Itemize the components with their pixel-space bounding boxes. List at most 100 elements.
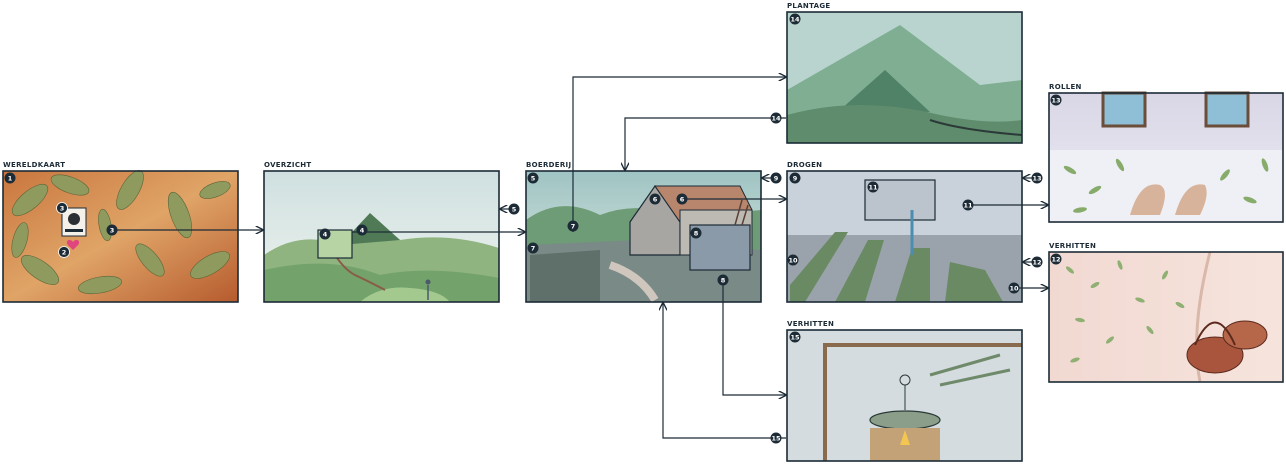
- tea-leaves-icon: [68, 213, 80, 225]
- ridge-line: [929, 119, 1023, 136]
- panel-verhitten-bottom[interactable]: VERHITTEN 15: [786, 320, 1023, 462]
- svg-text:9: 9: [774, 174, 779, 182]
- tea-rows: [530, 250, 600, 302]
- window-left: [1101, 91, 1147, 128]
- badge-arrow-14: 14: [770, 112, 782, 124]
- svg-text:7: 7: [571, 222, 576, 230]
- svg-text:5: 5: [512, 205, 517, 213]
- badge-corner-7: 7: [527, 242, 539, 254]
- bare-tree: [734, 199, 749, 226]
- drying-bed-2: [835, 240, 884, 302]
- panel-overzicht[interactable]: OVERZICHT 4: [263, 161, 500, 303]
- badge-14: 14: [789, 13, 801, 25]
- small-peak: [840, 70, 930, 112]
- flow-connectors: [110, 77, 1048, 439]
- drying-bed-4: [945, 262, 1003, 302]
- wok-pan: [869, 410, 941, 430]
- panel-label-rollen: ROLLEN: [1049, 83, 1082, 91]
- tea-leaves-scatter: [1063, 158, 1269, 213]
- person-head: [425, 279, 431, 285]
- card-caption-bar: [65, 229, 83, 232]
- badge-arrow-3: 3: [106, 224, 118, 236]
- badge-arrow-15: 15: [770, 432, 782, 444]
- badge-arrow-10: 10: [1008, 282, 1020, 294]
- svg-text:11: 11: [868, 183, 878, 191]
- svg-text:8: 8: [721, 276, 726, 284]
- svg-text:9: 9: [793, 174, 798, 182]
- frame-drogen: [786, 170, 1023, 303]
- panel-rollen[interactable]: ROLLEN 13: [1048, 83, 1284, 223]
- svg-text:4: 4: [323, 230, 328, 238]
- winding-path: [334, 254, 386, 291]
- badge-card-3: 3: [56, 202, 68, 214]
- svg-text:4: 4: [360, 226, 365, 234]
- svg-text:12: 12: [1032, 258, 1041, 266]
- svg-text:11: 11: [963, 201, 973, 209]
- panel-label-verhitten-right: VERHITTEN: [1049, 242, 1096, 250]
- drying-bed-1: [790, 232, 848, 302]
- svg-text:3: 3: [60, 204, 65, 212]
- panel-label-verhitten-bottom: VERHITTEN: [787, 320, 834, 328]
- svg-text:10: 10: [1009, 284, 1019, 292]
- window-right: [1204, 91, 1250, 128]
- frame-rollen: [1048, 92, 1284, 223]
- svg-text:1: 1: [8, 174, 13, 182]
- badge-arrow-11: 11: [962, 199, 974, 211]
- badge-arrow-4: 4: [356, 224, 368, 236]
- fresh-leaves-pattern: [1065, 260, 1185, 363]
- svg-text:6: 6: [680, 195, 685, 203]
- arrow-farm-to-verhitten: [722, 280, 786, 395]
- panel-label-plantage: PLANTAGE: [787, 2, 830, 10]
- hand-right: [1175, 184, 1207, 215]
- svg-text:15: 15: [790, 333, 800, 341]
- location-pin-icon[interactable]: [66, 239, 80, 250]
- badge-arrow-12: 12: [1031, 256, 1043, 268]
- badge-window-11: 11: [867, 181, 879, 193]
- panel-label-wereldkaart: WERELDKAART: [3, 161, 65, 169]
- panel-label-overzicht: OVERZICHT: [264, 161, 312, 169]
- svg-text:2: 2: [62, 248, 67, 256]
- basket-front: [1186, 336, 1244, 374]
- badge-9: 9: [789, 172, 801, 184]
- badge-5: 5: [527, 172, 539, 184]
- panel-plantage[interactable]: PLANTAGE 14: [786, 2, 1023, 144]
- panel-wereldkaart[interactable]: WERELDKAART 1 3 2: [2, 161, 239, 303]
- wooden-frame: [823, 343, 1022, 461]
- plantation-slope: [787, 105, 1022, 143]
- badge-arrow-5: 5: [508, 203, 520, 215]
- svg-text:3: 3: [110, 226, 115, 234]
- svg-text:5: 5: [531, 174, 536, 182]
- svg-text:8: 8: [694, 229, 699, 237]
- rolling-table: [1049, 150, 1283, 222]
- connector-badges: 3 4 5 7 6 9 14 8 15 11 13 12 10: [106, 112, 1043, 444]
- badge-roof-6: 6: [649, 193, 661, 205]
- badge-shed-8: 8: [690, 227, 702, 239]
- frame-overzicht: [263, 170, 500, 303]
- badge-1: 1: [4, 172, 16, 184]
- arrow-plantage-to-farm: [625, 117, 786, 170]
- svg-text:13: 13: [1032, 174, 1041, 182]
- frame-verhitten-bottom: [786, 329, 1023, 462]
- badge-arrow-9: 9: [770, 172, 782, 184]
- badge-12: 12: [1050, 253, 1062, 265]
- dark-hill: [340, 213, 400, 245]
- hand-left: [1130, 184, 1165, 215]
- badge-arrow-7: 7: [567, 220, 579, 232]
- arrow-verhitten-to-farm: [663, 303, 786, 439]
- badge-arrow-8: 8: [717, 274, 729, 286]
- badge-15: 15: [789, 331, 801, 343]
- panel-drogen[interactable]: DROGEN 9 11 10: [786, 161, 1023, 303]
- basket-handle: [1194, 321, 1236, 346]
- badge-inset-4: 4: [319, 228, 331, 240]
- farm-path: [608, 261, 659, 303]
- badge-13: 13: [1050, 94, 1062, 106]
- panel-verhitten-right[interactable]: VERHITTEN 12: [1048, 242, 1284, 383]
- svg-text:12: 12: [1051, 255, 1060, 263]
- leaf-pattern: [11, 170, 231, 295]
- frame-plantage: [786, 11, 1023, 144]
- panel-label-boerderij: BOERDERIJ: [526, 161, 571, 169]
- tea-branches: [929, 353, 1011, 387]
- table-edge: [1195, 251, 1212, 383]
- svg-text:15: 15: [771, 434, 781, 442]
